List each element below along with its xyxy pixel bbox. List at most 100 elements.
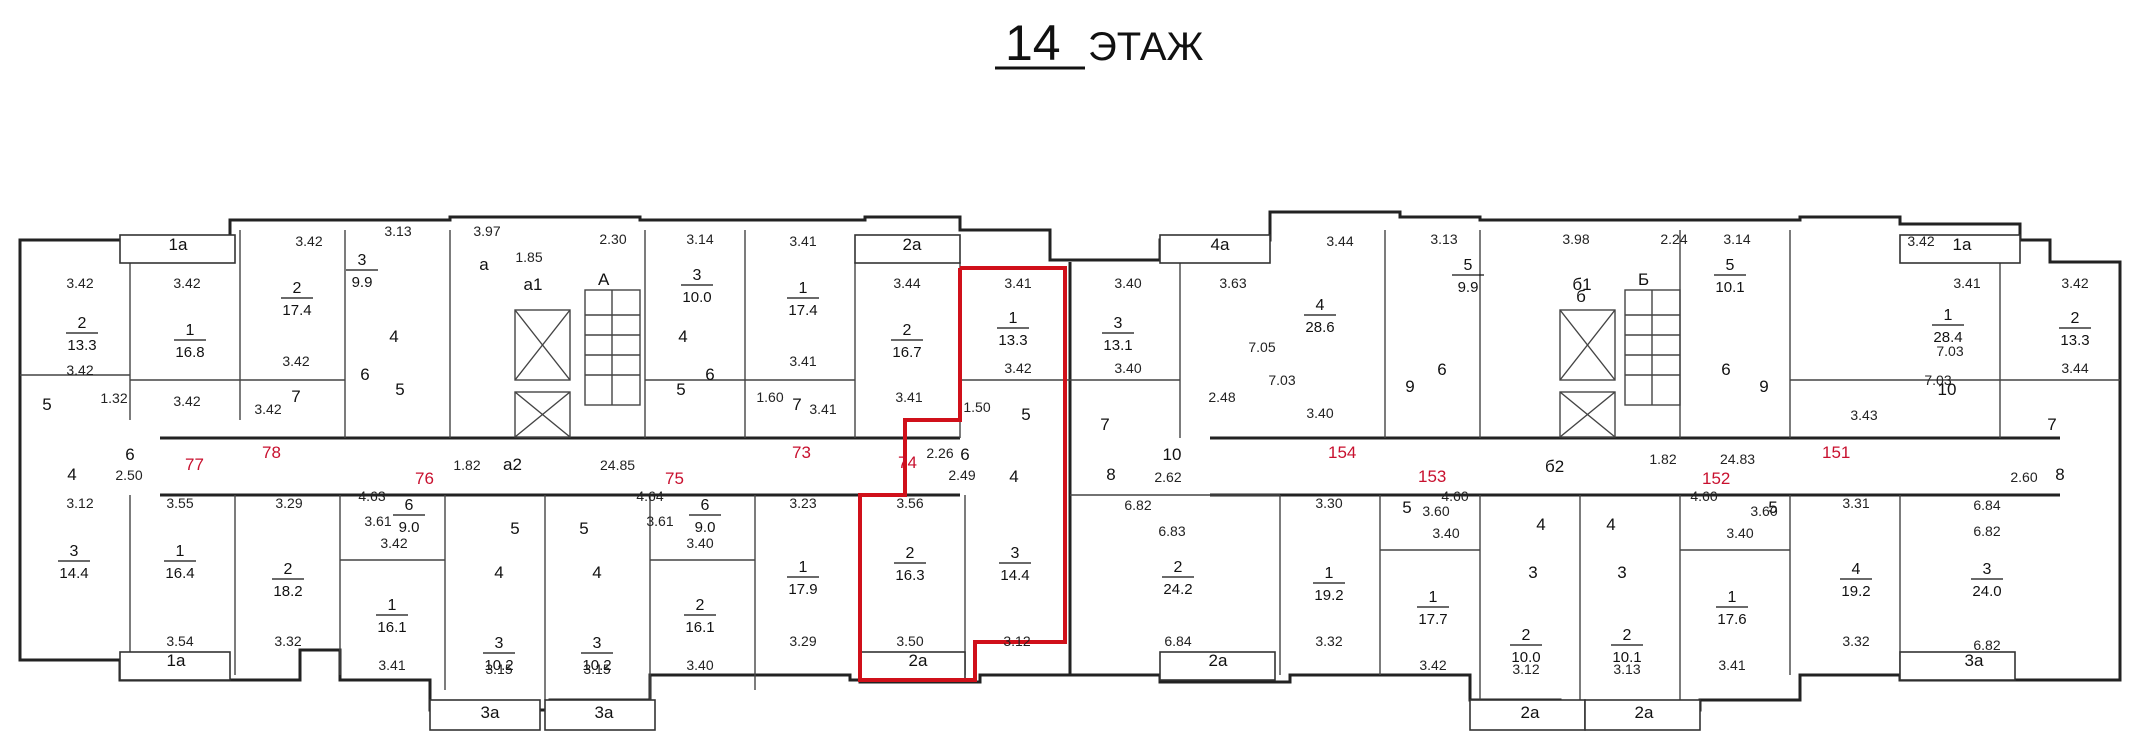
room-number: 2: [1623, 627, 1632, 644]
room-area: 14.4: [59, 565, 88, 582]
room-area: 10.1: [1715, 279, 1744, 296]
plan-label: 2а: [1635, 703, 1654, 722]
room-area: 9.0: [399, 519, 420, 536]
dimension-label: 6.82: [1973, 523, 2000, 539]
dimension-label: 1.60: [756, 389, 783, 405]
room-label: 510.1: [1714, 257, 1746, 296]
room-number: 3: [1114, 315, 1123, 332]
balcony-4a-top: [1159, 234, 1271, 264]
dimension-label: 7.03: [1268, 372, 1295, 388]
plan-label: 3а: [481, 703, 500, 722]
room-number: 2: [1174, 559, 1183, 576]
room-area: 18.2: [273, 583, 302, 600]
elevator-shaft-b: [1559, 309, 1616, 438]
dimension-label: 1.82: [1649, 451, 1676, 467]
dimension-label: 7.05: [1248, 339, 1275, 355]
room-area: 17.9: [788, 581, 817, 598]
dimension-label: 7.03: [1936, 343, 1963, 359]
room-label: 117.9: [787, 559, 819, 598]
plan-label: 6: [1721, 360, 1730, 379]
plan-label: 5: [1768, 498, 1777, 517]
room-label: 117.4: [787, 280, 819, 319]
dimension-label: 3.40: [1306, 405, 1333, 421]
dimension-label: 3.41: [789, 233, 816, 249]
plan-label: 1а: [167, 651, 186, 670]
balconies: [119, 234, 2021, 731]
plan-label: 7: [291, 387, 300, 406]
apartment-number: 75: [665, 469, 684, 488]
room-area: 10.1: [1612, 649, 1641, 666]
dimension-label: 3.31: [1842, 495, 1869, 511]
plan-label: 5: [1402, 498, 1411, 517]
room-number: 5: [1464, 257, 1473, 274]
room-label: 39.9: [346, 252, 378, 291]
dimension-label: 2.30: [599, 231, 626, 247]
floor-word: ЭТАЖ: [1088, 25, 1204, 69]
dimension-label: 3.42: [1907, 233, 1934, 249]
plan-label: 4: [67, 465, 76, 484]
room-area: 17.7: [1418, 611, 1447, 628]
room-area: 13.3: [67, 337, 96, 354]
dimension-label: 3.60: [1422, 503, 1449, 519]
dimension-label: 3.55: [166, 495, 193, 511]
dimension-label: 3.13: [1613, 661, 1640, 677]
plan-label: а: [479, 255, 489, 274]
room-area: 10.2: [582, 657, 611, 674]
room-label: 419.2: [1840, 561, 1872, 600]
dimension-label: 3.42: [2061, 275, 2088, 291]
room-number: 1: [186, 322, 195, 339]
room-label: 213.3: [66, 315, 98, 354]
room-area: 13.3: [998, 332, 1027, 349]
room-area: 28.4: [1933, 329, 1962, 346]
apartment-number: 154: [1328, 443, 1356, 462]
elevator-shaft-a: [514, 309, 571, 438]
plan-label: 5: [42, 395, 51, 414]
dimension-label: 3.41: [1953, 275, 1980, 291]
room-number: 2: [696, 597, 705, 614]
dimension-label: 2.49: [948, 467, 975, 483]
dimension-label: 3.60: [1750, 503, 1777, 519]
room-number: 2: [1522, 627, 1531, 644]
room-partitions: [20, 230, 2120, 700]
room-area: 9.9: [1458, 279, 1479, 296]
room-label: 310.0: [681, 267, 713, 306]
room-area: 9.9: [352, 274, 373, 291]
room-label: 310.2: [483, 635, 515, 674]
plan-label: 3: [1617, 563, 1626, 582]
room-area: 17.4: [788, 302, 817, 319]
dimension-label: 3.23: [789, 495, 816, 511]
plan-label: 5: [676, 380, 685, 399]
room-label: 314.4: [58, 543, 90, 582]
room-area: 16.3: [895, 567, 924, 584]
apartment-numbers: 77 78 76 75 73 74 154 153 152 151: [185, 443, 1850, 488]
dimension-label: 3.42: [1419, 657, 1446, 673]
apartment-number: 78: [262, 443, 281, 462]
dimension-label: 3.42: [1004, 360, 1031, 376]
room-area: 9.0: [695, 519, 716, 536]
dimension-label: 3.61: [646, 513, 673, 529]
dimension-label: 3.13: [1430, 231, 1457, 247]
dimension-label: 6.82: [1124, 497, 1151, 513]
room-label: 324.0: [1971, 561, 2003, 600]
dimension-label: 3.14: [686, 231, 713, 247]
plan-label: 6: [360, 365, 369, 384]
stairs-a-letter: А: [598, 270, 610, 289]
room-number: 1: [799, 280, 808, 297]
room-area: 16.8: [175, 344, 204, 361]
dimension-label: 3.41: [789, 353, 816, 369]
dimension-label: 2.24: [1660, 231, 1687, 247]
room-number: 2: [2071, 310, 2080, 327]
room-number: 2: [906, 545, 915, 562]
plan-label: 5: [510, 519, 519, 538]
room-number: 3: [1983, 561, 1992, 578]
plan-label: 1а: [1953, 235, 1972, 254]
apartment-number: 73: [792, 443, 811, 462]
room-area: 24.0: [1972, 583, 2001, 600]
plan-label: 5: [395, 380, 404, 399]
room-label: 59.9: [1452, 257, 1484, 296]
room-area: 10.2: [484, 657, 513, 674]
